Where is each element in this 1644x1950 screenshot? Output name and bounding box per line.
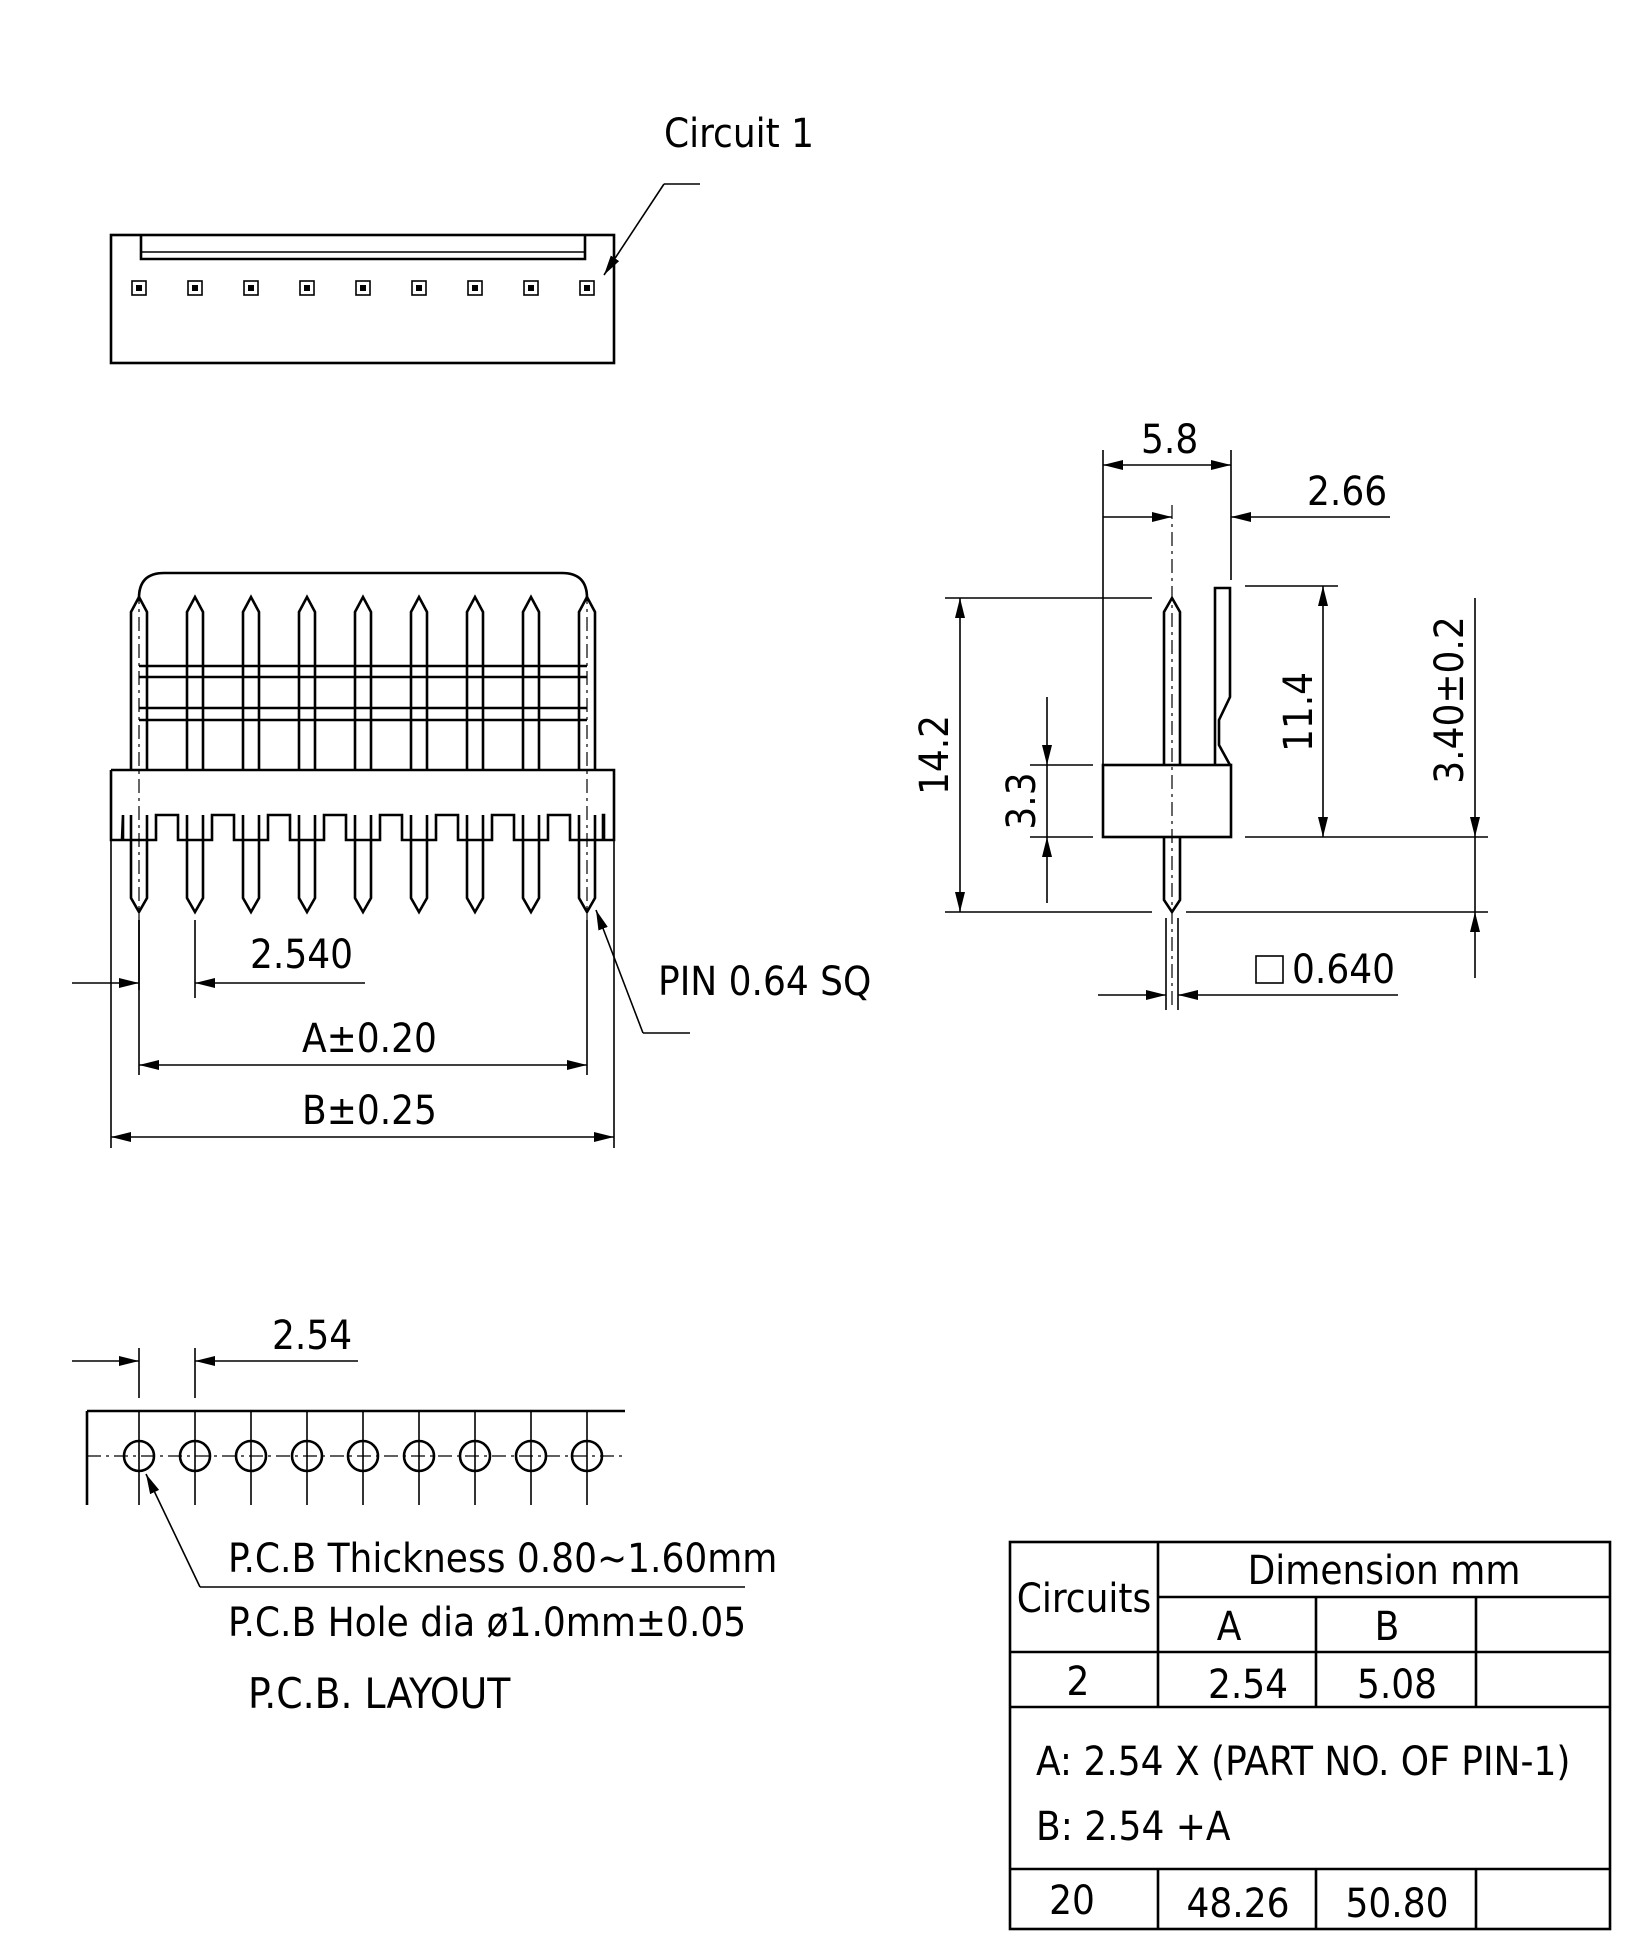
row-last-a: 48.26 [1187,1881,1290,1927]
circuit-1-label: Circuit 1 [664,111,814,157]
row-last-circuits: 20 [1049,1878,1095,1924]
front-pin-3 [241,594,261,915]
pcb-hole-9 [570,1411,604,1505]
row-last-b: 50.80 [1346,1881,1449,1927]
header-b: B [1375,1604,1400,1650]
top-pin-3 [243,280,259,296]
formula-b: B: 2.54 +A [1036,1804,1231,1850]
front-pin-9 [577,590,597,920]
top-pin-2 [187,280,203,296]
front-pin-7 [465,594,485,915]
a-dimension: A±0.20 [302,1016,437,1062]
row-first-b: 5.08 [1357,1662,1437,1708]
header-circuits: Circuits [1017,1576,1152,1622]
formula-a: A: 2.54 X (PART NO. OF PIN-1) [1036,1739,1570,1785]
b-dimension: B±0.25 [302,1088,437,1134]
header-dimension: Dimension mm [1248,1548,1521,1594]
pcb-layout: 2.54 P.C.B Thickness 0.80~1.60mm P.C.B H… [72,1313,777,1718]
front-pin-8 [521,594,541,915]
pcb-hole-1 [122,1411,156,1505]
header-a: A [1217,1604,1242,1650]
top-pin-9 [579,280,595,296]
front-pin-5 [353,594,373,915]
front-pin-4 [297,594,317,915]
tail-dimension: 3.40±0.2 [1427,616,1473,783]
total-height-dimension: 14.2 [912,715,958,795]
front-view: 2.540 A±0.20 B±0.25 PIN 0.64 SQ [72,571,871,1148]
top-view: Circuit 1 [109,111,814,365]
pcb-hole-note: P.C.B Hole dia ø1.0mm±0.05 [228,1600,746,1646]
top-pin-1 [131,280,147,296]
pcb-layout-title: P.C.B. LAYOUT [248,1669,511,1718]
top-pin-6 [411,280,427,296]
width-dimension: 5.8 [1141,417,1198,463]
pcb-hole-8 [514,1411,548,1505]
pcb-pitch-dimension: 2.54 [272,1313,352,1359]
top-pin-4 [299,280,315,296]
side-view: 5.8 2.66 14.2 3.3 11.4 3.40±0.2 [912,417,1488,1010]
front-pin-2 [185,594,205,915]
front-pin-6 [409,594,429,915]
pcb-hole-3 [234,1411,268,1505]
pitch-dimension: 2.540 [250,932,353,978]
pcb-hole-5 [346,1411,380,1505]
dimension-table: Circuits Dimension mm A B 2 2.54 5.08 A:… [1008,1540,1612,1931]
body-height-dimension: 3.3 [999,772,1045,829]
pin-size-note: PIN 0.64 SQ [658,959,871,1005]
top-pin-squares [131,280,595,296]
pcb-hole-2 [178,1411,212,1505]
pcb-holes [122,1411,604,1505]
row-first-circuits: 2 [1067,1659,1090,1705]
front-pin-1 [129,590,149,920]
pin-size-dimension: 0.640 [1292,947,1395,993]
pcb-hole-7 [458,1411,492,1505]
top-pin-5 [355,280,371,296]
offset-dimension: 2.66 [1307,469,1387,515]
top-pin-7 [467,280,483,296]
pcb-hole-6 [402,1411,436,1505]
top-pin-8 [523,280,539,296]
pin-above-dimension: 11.4 [1276,672,1322,752]
square-symbol-icon [1255,955,1284,984]
pcb-thickness-note: P.C.B Thickness 0.80~1.60mm [228,1536,777,1582]
front-pins [129,590,597,920]
row-first-a: 2.54 [1208,1662,1288,1708]
pcb-hole-4 [290,1411,324,1505]
